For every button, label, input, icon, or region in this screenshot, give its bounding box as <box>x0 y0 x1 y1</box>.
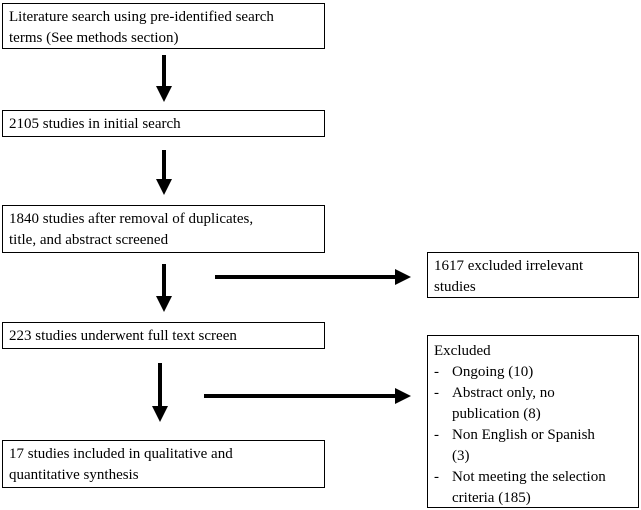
irrelevant-box-line-1: 1617 excluded irrelevant <box>434 258 584 274</box>
excluded-reason-line: (3) <box>452 448 470 464</box>
excluded-reason-ongoing: - Ongoing (10) <box>434 362 632 383</box>
screened-box: 1840 studies after removal of duplicates… <box>2 205 325 253</box>
excluded-reason-abstract-only: - Abstract only, no publication (8) <box>434 383 632 425</box>
screened-box-line-2: title, and abstract screened <box>9 232 169 248</box>
list-dash: - <box>434 469 439 485</box>
excluded-reason-language: - Non English or Spanish (3) <box>434 425 632 467</box>
full-text-text: 223 studies underwent full text screen <box>9 328 237 344</box>
screened-box-line-1: 1840 studies after removal of duplicates… <box>9 211 254 227</box>
initial-search-box: 2105 studies in initial search <box>2 110 325 137</box>
list-dash: - <box>434 427 439 443</box>
excluded-reason-line: criteria (185) <box>452 490 531 506</box>
initial-search-text: 2105 studies in initial search <box>9 116 181 132</box>
search-box-line-2: terms (See methods section) <box>9 30 179 46</box>
included-box-line-1: 17 studies included in qualitative and <box>9 446 233 462</box>
excluded-reason-line: Not meeting the selection <box>452 469 606 485</box>
full-text-box: 223 studies underwent full text screen <box>2 322 325 349</box>
included-box-line-2: quantitative synthesis <box>9 467 139 483</box>
excluded-title: Excluded <box>434 343 491 359</box>
list-dash: - <box>434 364 439 380</box>
excluded-reason-line: Abstract only, no <box>452 385 555 401</box>
irrelevant-box-line-2: studies <box>434 279 476 295</box>
included-box: 17 studies included in qualitative and q… <box>2 440 325 488</box>
excluded-reason-selection-criteria: - Not meeting the selection criteria (18… <box>434 467 632 509</box>
irrelevant-excluded-box: 1617 excluded irrelevant studies <box>427 252 639 298</box>
excluded-reason-line: publication (8) <box>452 406 541 422</box>
list-dash: - <box>434 385 439 401</box>
excluded-reason-line: Ongoing (10) <box>452 364 534 380</box>
excluded-reasons-box: Excluded - Ongoing (10) - Abstract only,… <box>427 335 639 508</box>
search-box-line-1: Literature search using pre-identified s… <box>9 9 274 25</box>
search-box: Literature search using pre-identified s… <box>2 3 325 49</box>
excluded-reasons-list: - Ongoing (10) - Abstract only, no publi… <box>434 362 632 509</box>
excluded-reason-line: Non English or Spanish <box>452 427 595 443</box>
